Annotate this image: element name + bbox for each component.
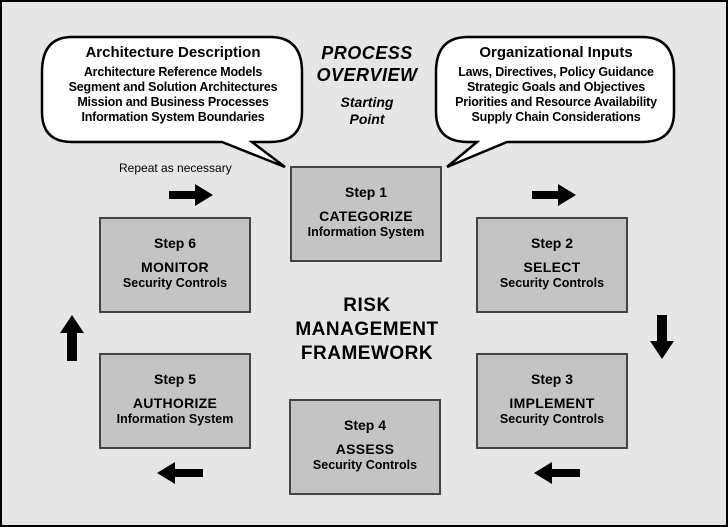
starting-line2: Point [349,111,385,127]
arrow-right-icon [532,184,576,206]
right-bubble-line: Laws, Directives, Policy Guidance [458,65,654,79]
arrow-right-icon [169,184,213,206]
step-name: AUTHORIZE [132,395,218,411]
arrow-left-icon [534,462,580,484]
step-1-box: Step 1 CATEGORIZE Information System [290,166,442,262]
step-3-box: Step 3 IMPLEMENT Security Controls [476,353,628,449]
center-title: RISK MANAGEMENT FRAMEWORK [287,294,447,366]
left-bubble-shape [40,35,304,169]
process-overview: PROCESS OVERVIEW Starting Point [302,42,432,128]
center-title-line2: MANAGEMENT [295,319,439,340]
step-number: Step 6 [153,235,196,251]
step-number: Step 2 [530,235,573,251]
right-bubble-line: Priorities and Resource Availability [455,95,657,109]
step-2-box: Step 2 SELECT Security Controls [476,217,628,313]
overview-line2: OVERVIEW [316,65,418,85]
center-title-line1: RISK [343,295,391,316]
overview-line1: PROCESS [321,43,413,63]
step-desc: Security Controls [122,276,228,290]
step-name: ASSESS [335,441,395,457]
step-desc: Information System [307,225,425,239]
right-bubble-title: Organizational Inputs [479,44,633,61]
left-bubble: Architecture Description Architecture Re… [47,44,299,125]
arrow-left-icon [157,462,203,484]
right-bubble-line: Strategic Goals and Objectives [466,80,646,94]
left-bubble-title: Architecture Description [85,44,261,61]
step-desc: Security Controls [499,412,605,426]
left-bubble-line: Mission and Business Processes [77,95,269,109]
step-number: Step 5 [153,371,196,387]
arrow-up-icon [60,315,84,361]
step-name: IMPLEMENT [509,395,595,411]
repeat-label: Repeat as necessary [119,161,232,175]
step-name: MONITOR [141,259,209,275]
left-bubble-line: Architecture Reference Models [83,65,263,79]
step-6-box: Step 6 MONITOR Security Controls [99,217,251,313]
step-number: Step 3 [530,371,573,387]
step-desc: Security Controls [312,458,418,472]
left-bubble-line: Information System Boundaries [81,110,265,124]
right-bubble-shape [434,35,676,169]
left-bubble-line: Segment and Solution Architectures [68,80,278,94]
right-bubble-line: Supply Chain Considerations [471,110,641,124]
step-4-box: Step 4 ASSESS Security Controls [289,399,441,495]
step-number: Step 1 [344,184,387,200]
step-5-box: Step 5 AUTHORIZE Information System [99,353,251,449]
step-desc: Information System [116,412,234,426]
step-desc: Security Controls [499,276,605,290]
step-name: CATEGORIZE [319,208,413,224]
step-name: SELECT [523,259,581,275]
step-number: Step 4 [343,417,386,433]
arrow-down-icon [650,315,674,359]
center-title-line3: FRAMEWORK [300,343,434,364]
starting-line1: Starting [340,94,394,110]
right-bubble: Organizational Inputs Laws, Directives, … [440,44,672,125]
